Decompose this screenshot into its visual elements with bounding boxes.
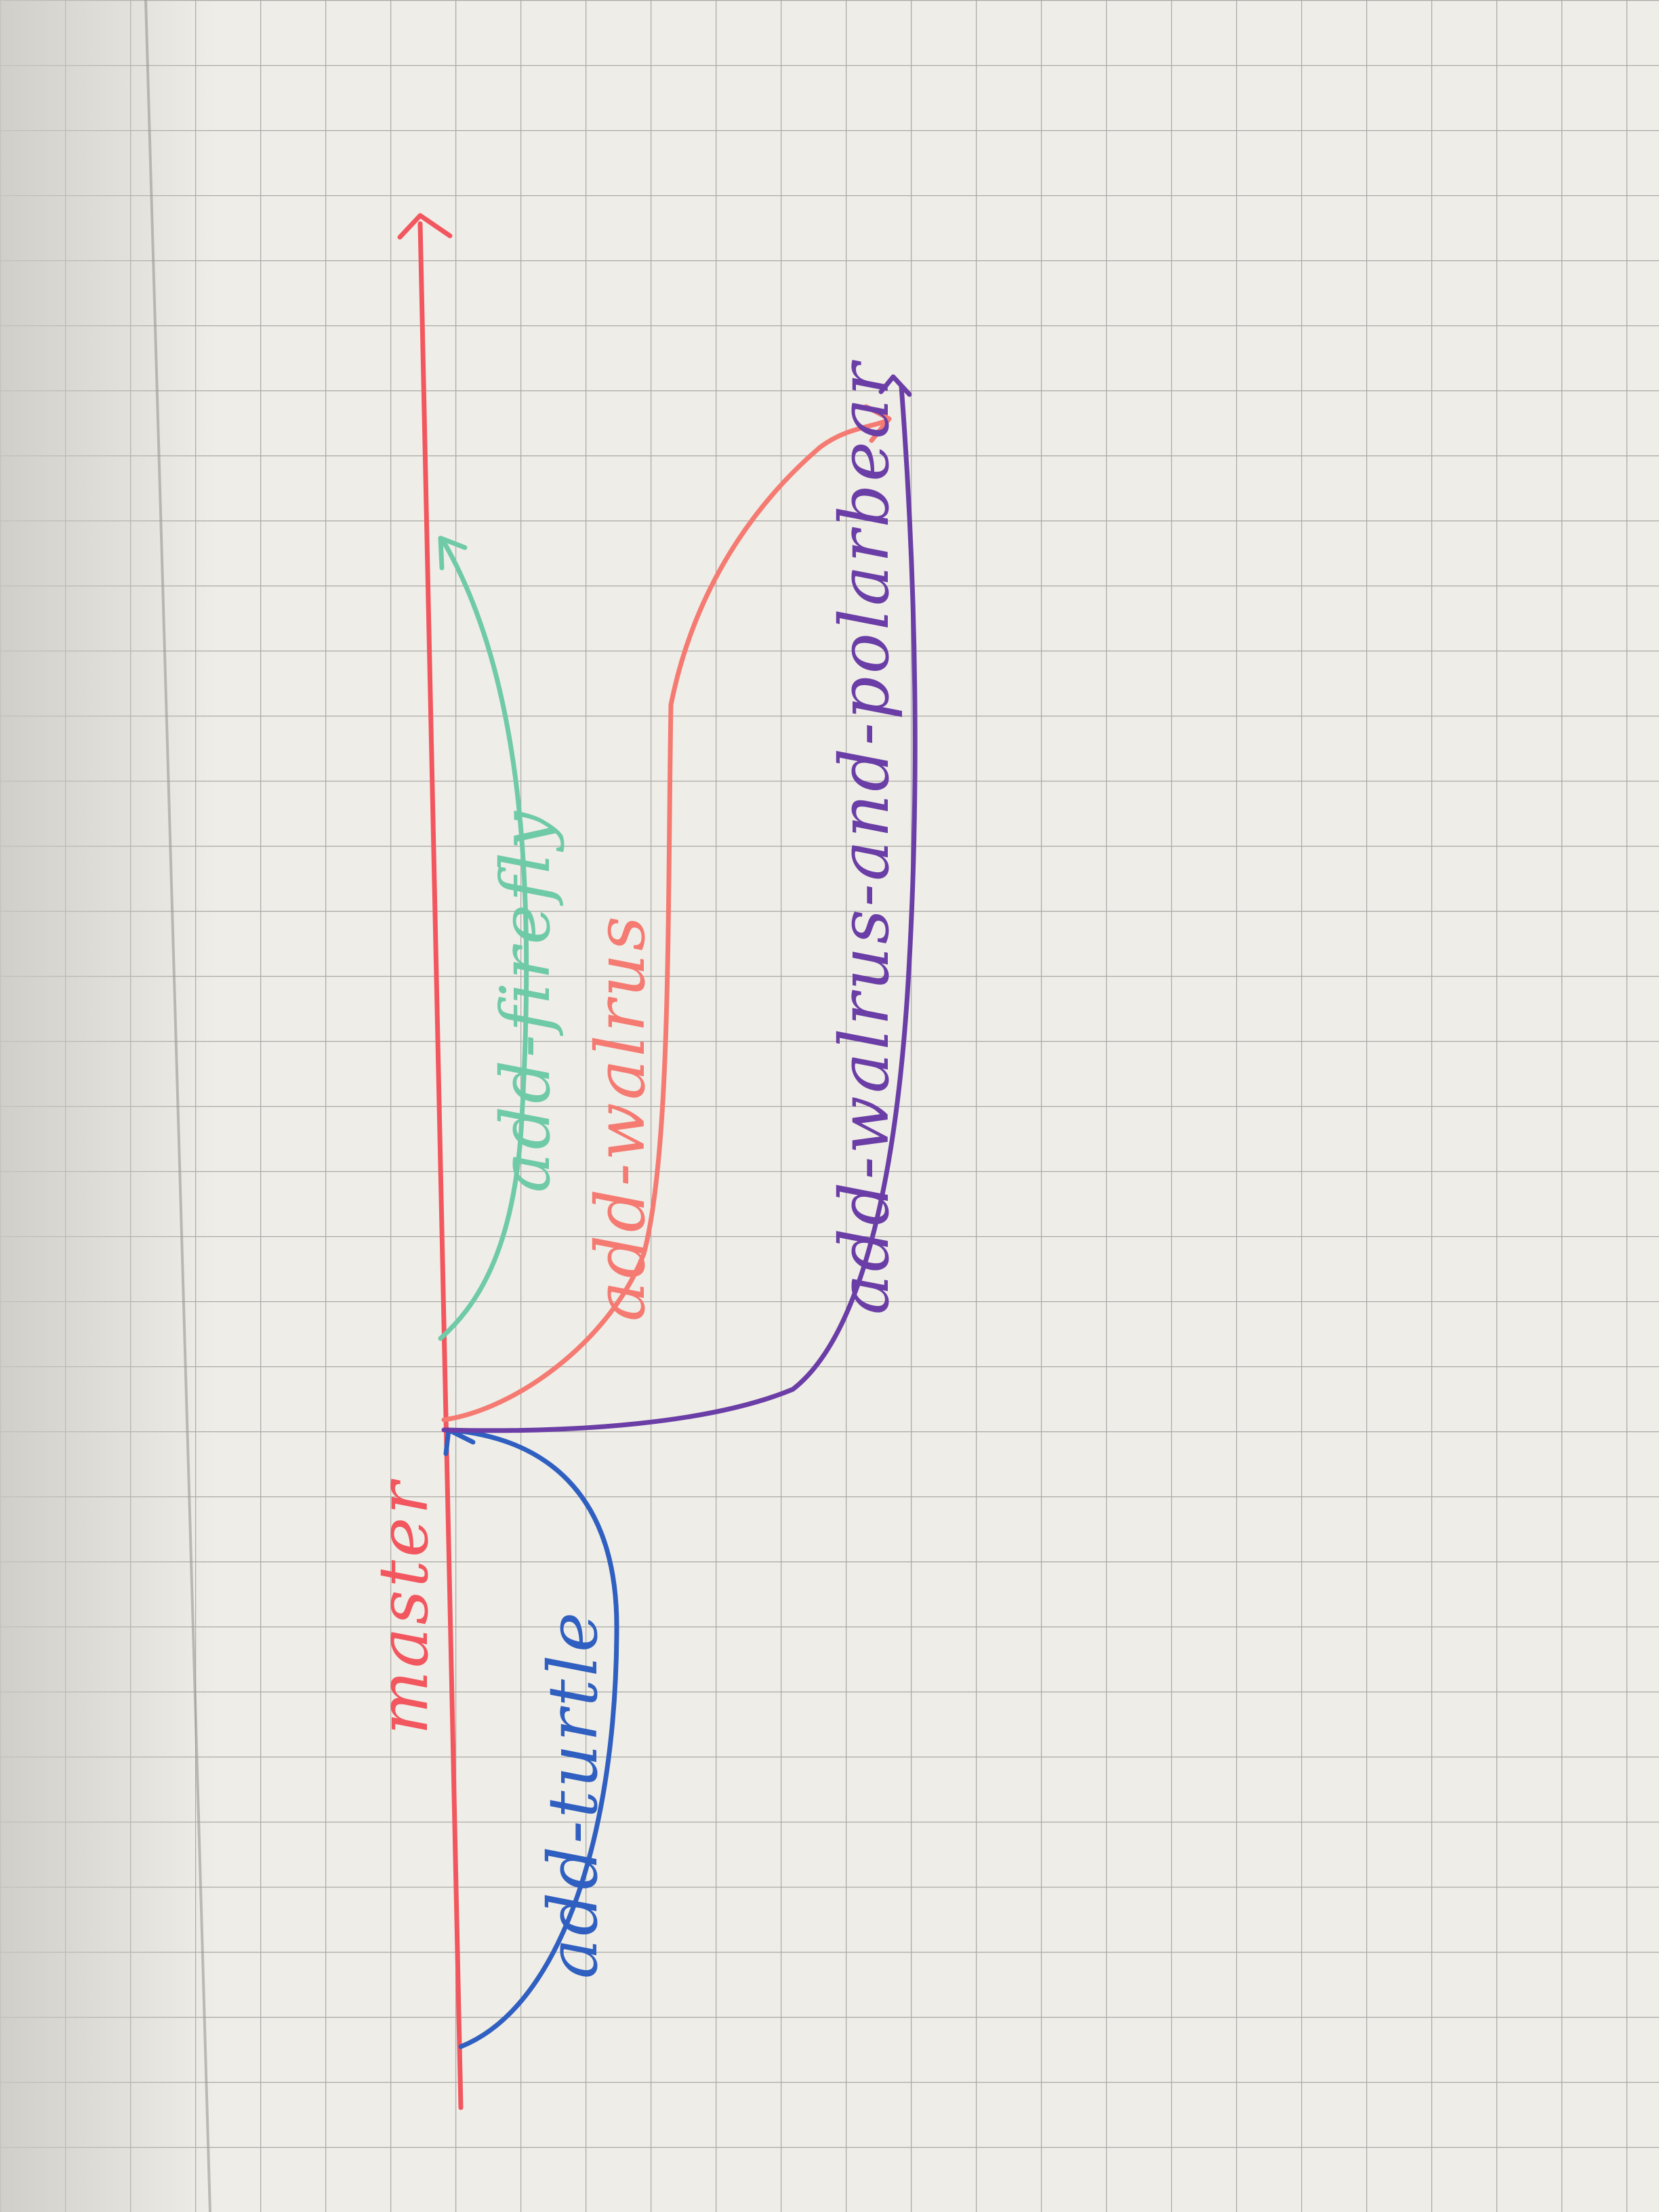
add-firefly-label: add-firefly (486, 808, 565, 1193)
add-firefly-branch (438, 535, 529, 1341)
add-walrus-and-polarbear-line (441, 384, 918, 1433)
add-walrus-and-polarbear-label: add-walrus-and-polarbear (825, 360, 904, 1315)
add-walrus-label: add-walrus (581, 914, 660, 1322)
add-walrus-line (441, 417, 890, 1422)
add-walrus-and-polarbear-branch (441, 374, 918, 1433)
master-label: master (364, 1479, 443, 1735)
add-firefly-arrowhead (438, 535, 468, 571)
add-walrus-and-polarbear-arrowhead (878, 374, 912, 397)
add-firefly-line (438, 539, 529, 1341)
add-turtle-label: add-turtle (533, 1610, 613, 1979)
page-edge (144, 0, 211, 2212)
binding-shadow (0, 0, 217, 2212)
add-turtle-line (445, 1427, 619, 2049)
master-arrowhead (397, 213, 453, 240)
add-walrus-branch (441, 404, 892, 1422)
add-walrus-arrowhead (863, 404, 892, 443)
